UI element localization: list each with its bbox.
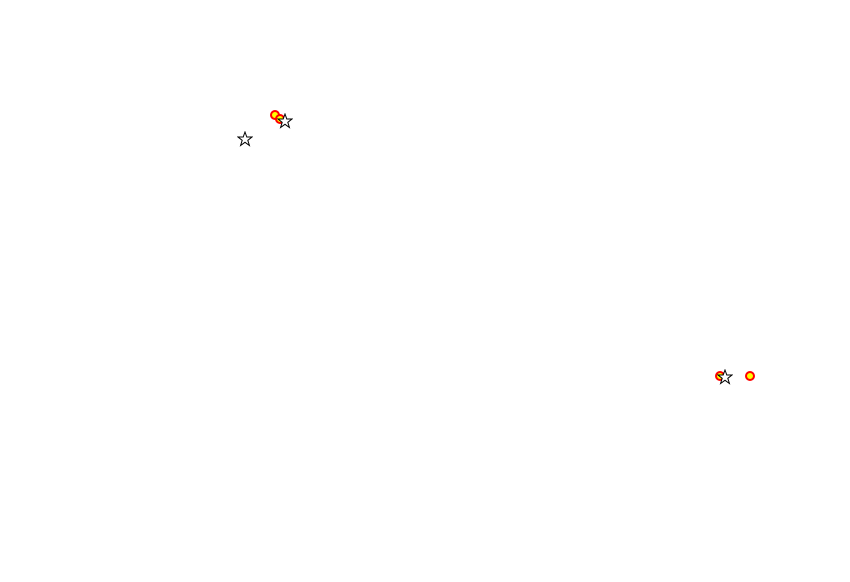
circle-marker-icon[interactable] <box>745 371 755 381</box>
star-marker-icon[interactable] <box>237 131 253 147</box>
star-marker-icon[interactable] <box>717 369 733 385</box>
star-marker-icon[interactable] <box>277 113 293 129</box>
